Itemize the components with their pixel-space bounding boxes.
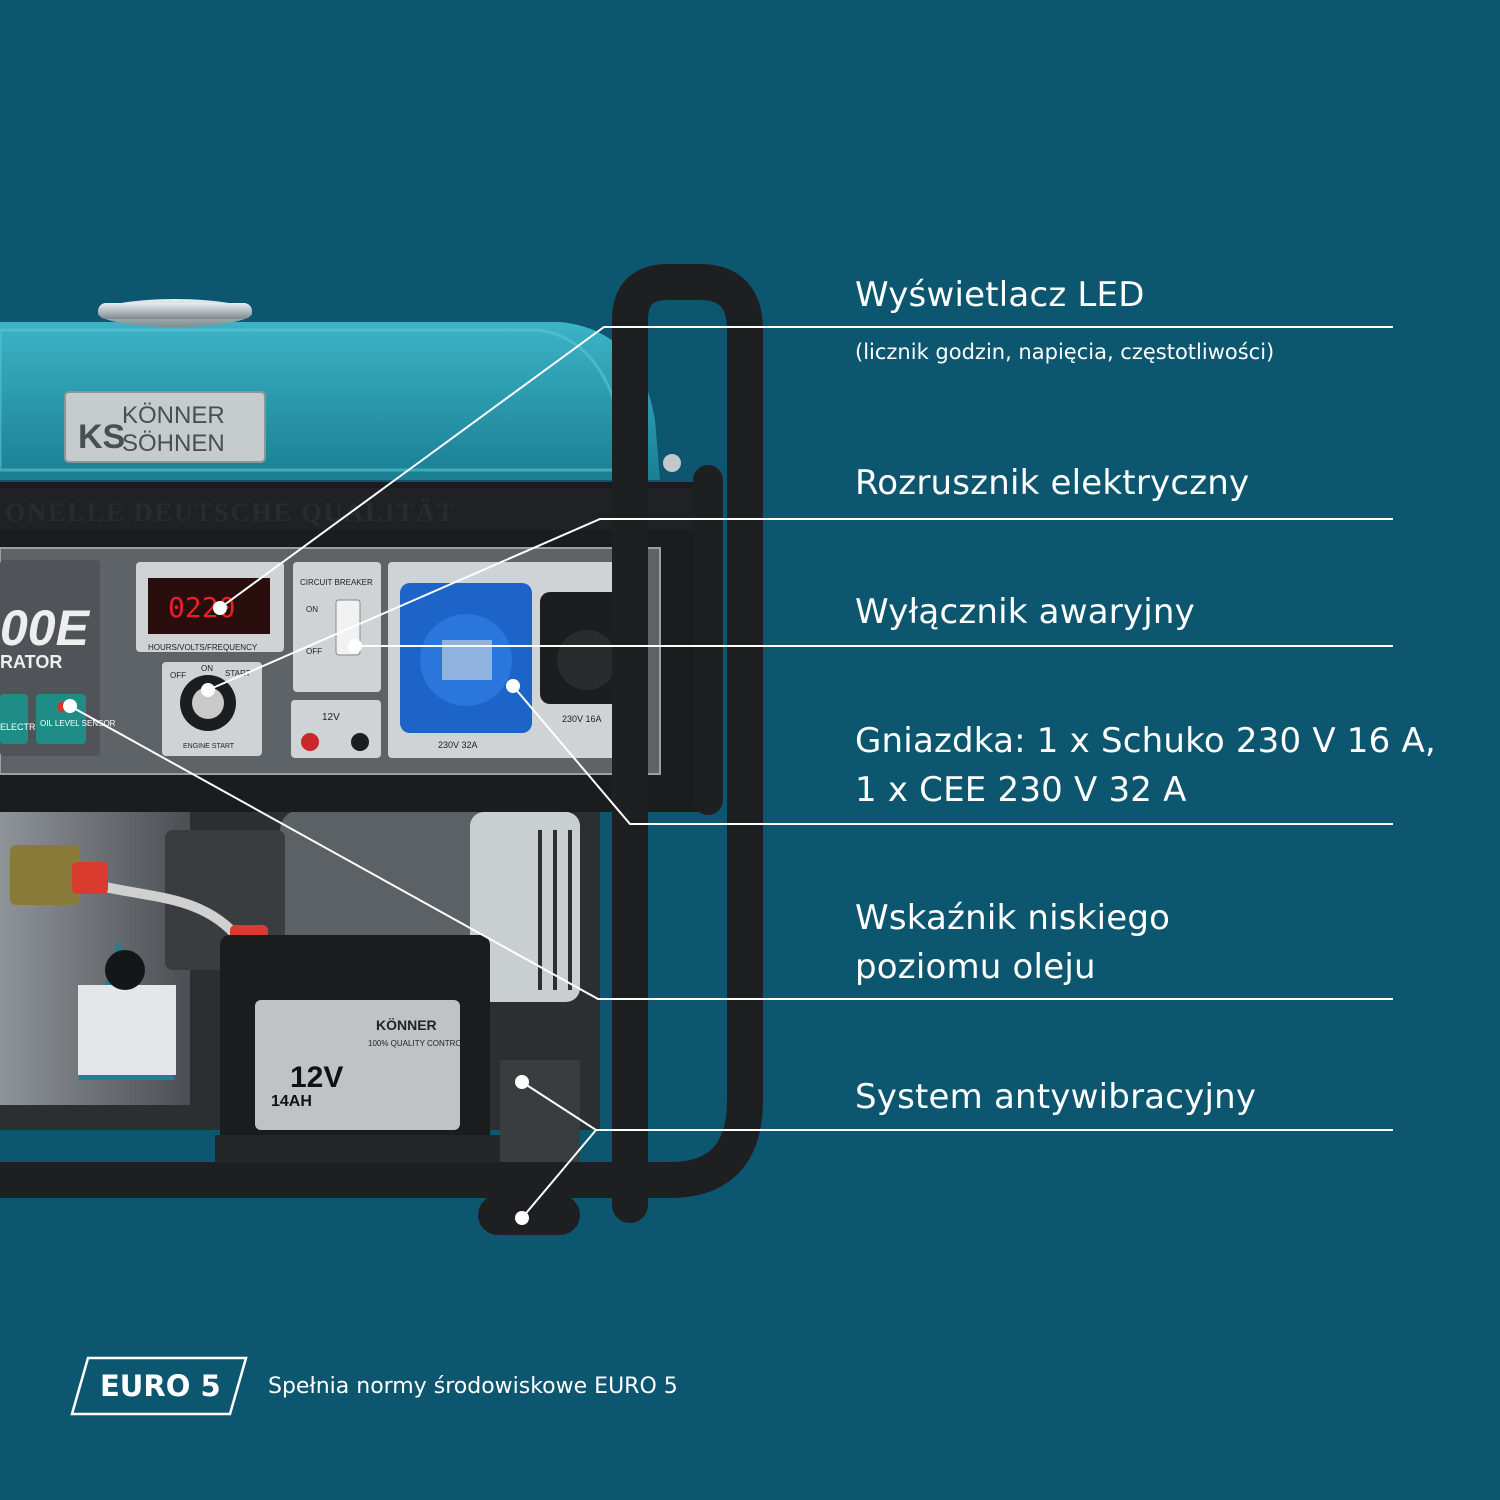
oil-sensor-label: OIL LEVEL SENSOR xyxy=(40,719,116,728)
model-sub: RATOR xyxy=(0,652,62,672)
callout-dots xyxy=(63,601,529,1225)
feature-starter-title: Rozrusznik elektryczny xyxy=(855,463,1250,503)
fuel-tank: KÖNNER SÖHNEN KS xyxy=(0,299,681,480)
frame xyxy=(0,264,763,1235)
cee-label: 230V 32A xyxy=(438,740,478,750)
battery-voltage: 12V xyxy=(290,1061,343,1094)
oil-warning-sticker xyxy=(78,940,176,1080)
breaker-on: ON xyxy=(306,605,318,614)
embossed-text: ONELLE DEUTSCHE QUALITÄT xyxy=(5,498,456,527)
breaker-caption: CIRCUIT BREAKER xyxy=(300,578,373,587)
callout-antivib-foot xyxy=(521,1129,597,1219)
callout-starter xyxy=(207,518,1393,691)
euro-badge-frame xyxy=(70,1356,248,1416)
feature-oil-line2: poziomu oleju xyxy=(855,947,1096,987)
dc-label: 12V xyxy=(322,712,340,723)
key-start: START xyxy=(225,669,251,678)
callout-led xyxy=(219,326,1393,609)
led-caption: HOURS/VOLTS/FREQUENCY xyxy=(148,643,258,652)
feature-antivib-title: System antywibracyjny xyxy=(855,1077,1257,1117)
key-on: ON xyxy=(201,664,213,673)
euro-badge-label: EURO 5 xyxy=(100,1369,221,1403)
callout-sockets xyxy=(512,685,1393,825)
battery-quality: 100% QUALITY CONTROL xyxy=(368,1039,467,1048)
feature-breaker-title: Wyłącznik awaryjny xyxy=(855,592,1195,632)
tank-logo-mark: KS xyxy=(78,418,125,456)
callout-lines xyxy=(69,326,1393,1219)
feature-led-title: Wyświetlacz LED xyxy=(855,275,1145,315)
feature-sockets-line1: Gniazdka: 1 x Schuko 230 V 16 A, xyxy=(855,721,1436,761)
feature-led-subtitle: (licznik godzin, napięcia, częstotliwośc… xyxy=(855,340,1275,364)
battery: 12V 14AH KÖNNER 100% QUALITY CONTROL xyxy=(215,935,500,1165)
battery-capacity: 14AH xyxy=(271,1093,312,1110)
tank-brand-bottom: SÖHNEN xyxy=(122,430,225,457)
euro-description: Spełnia normy środowiskowe EURO 5 xyxy=(268,1374,678,1399)
callout-oil xyxy=(69,705,1393,1000)
feature-oil-line1: Wskaźnik niskiego xyxy=(855,898,1171,938)
tank-brand-top: KÖNNER xyxy=(122,402,225,429)
feature-sockets-line2: 1 x CEE 230 V 32 A xyxy=(855,770,1187,810)
breaker-off: OFF xyxy=(306,647,322,656)
key-caption: ENGINE START xyxy=(183,743,235,750)
key-off: OFF xyxy=(170,671,186,680)
battery-brand: KÖNNER xyxy=(376,1017,437,1033)
schuko-label: 230V 16A xyxy=(562,714,602,724)
model-number: 00E xyxy=(0,600,91,656)
